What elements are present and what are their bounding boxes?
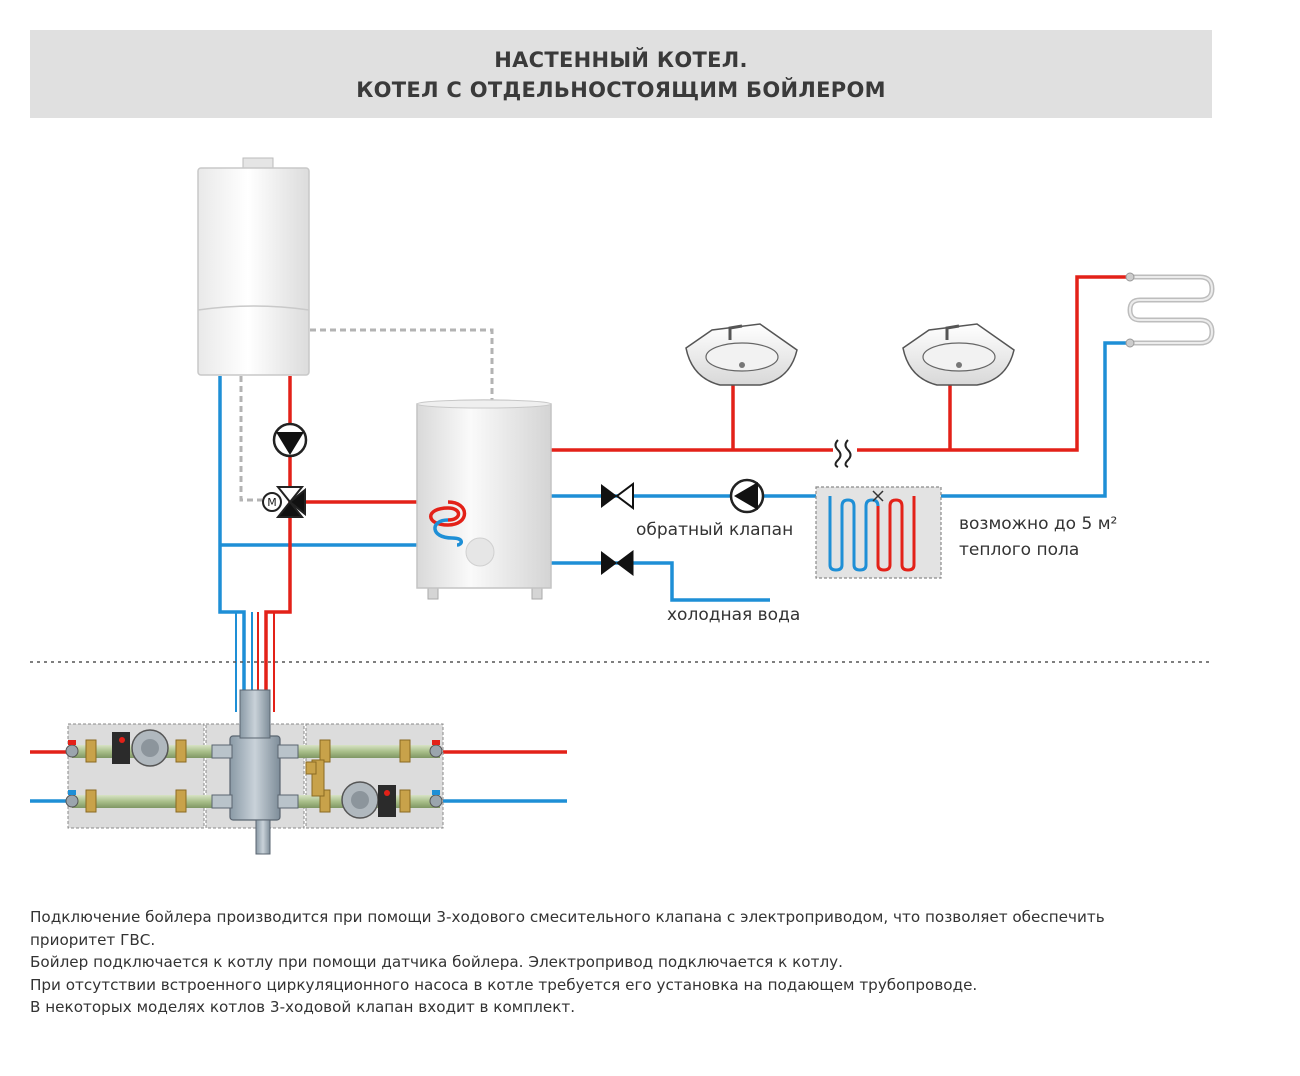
boiler-return-pipe — [218, 376, 246, 712]
floor-heating-label-line2: теплого пола — [959, 540, 1080, 560]
pipe-break-symbol — [834, 439, 852, 468]
explanatory-notes: Подключение бойлера производится при пом… — [30, 906, 1210, 1019]
separator-drain — [255, 819, 271, 855]
note-line: Подключение бойлера производится при пом… — [30, 908, 1105, 926]
wall-boiler — [197, 157, 310, 376]
recirculation-pipe — [551, 341, 1130, 498]
boiler-sensor-line — [310, 328, 494, 400]
washbasin-2 — [902, 323, 1015, 386]
valve-actuator-icon: M — [262, 492, 282, 512]
floor-heating-label-line1: возможно до 5 м² — [959, 514, 1118, 534]
ball-valves — [65, 740, 443, 808]
three-way-valve-icon — [275, 486, 306, 518]
check-valve-recirculation-icon — [601, 482, 634, 510]
note-line: приоритет ГВС. — [30, 930, 156, 949]
pump-left-icon — [112, 729, 169, 767]
heat-exchanger-coil — [429, 500, 467, 527]
actuator-wire — [239, 376, 262, 502]
note-line: В некоторых моделях котлов 3-ходовой кла… — [30, 998, 576, 1017]
mixing-valve-icon — [305, 759, 325, 797]
pump-right-icon — [341, 781, 396, 819]
tank-inspection-flange — [465, 537, 495, 567]
title-line-1: НАСТЕННЫЙ КОТЕЛ. — [494, 48, 748, 72]
hydraulic-separator — [229, 735, 281, 821]
washbasin-1 — [685, 323, 798, 386]
water-heater-tank — [416, 399, 552, 600]
hot-water-pipe-b — [857, 275, 1130, 452]
recirculation-pump-icon — [729, 478, 765, 514]
heated-towel-rail — [1125, 272, 1215, 348]
boiler-panel-seam — [197, 305, 310, 311]
check-valve-label: обратный клапан — [636, 520, 794, 540]
title-line-2: КОТЕЛ С ОТДЕЛЬНОСТОЯЩИМ БОЙЛЕРОМ — [356, 78, 886, 102]
underfloor-heating-loop — [815, 486, 942, 579]
boiler-body — [197, 167, 310, 376]
pump-group-assembly — [65, 689, 444, 855]
note-line: Бойлер подключается к котлу при помощи д… — [30, 953, 843, 972]
cold-water-label: холодная вода — [667, 605, 801, 625]
cold-water-inlet-pipe — [551, 561, 770, 602]
separator-top-connector — [239, 689, 271, 739]
circulation-pump-icon — [272, 422, 308, 458]
sensor-wiring — [239, 328, 494, 502]
actuator-motor-symbol: M — [267, 496, 277, 509]
title-banner: НАСТЕННЫЙ КОТЕЛ. КОТЕЛ С ОТДЕЛЬНОСТОЯЩИМ… — [30, 30, 1212, 118]
check-valve-cold-icon — [601, 550, 634, 576]
note-line: При отсутствии встроенного циркуляционно… — [30, 975, 978, 994]
